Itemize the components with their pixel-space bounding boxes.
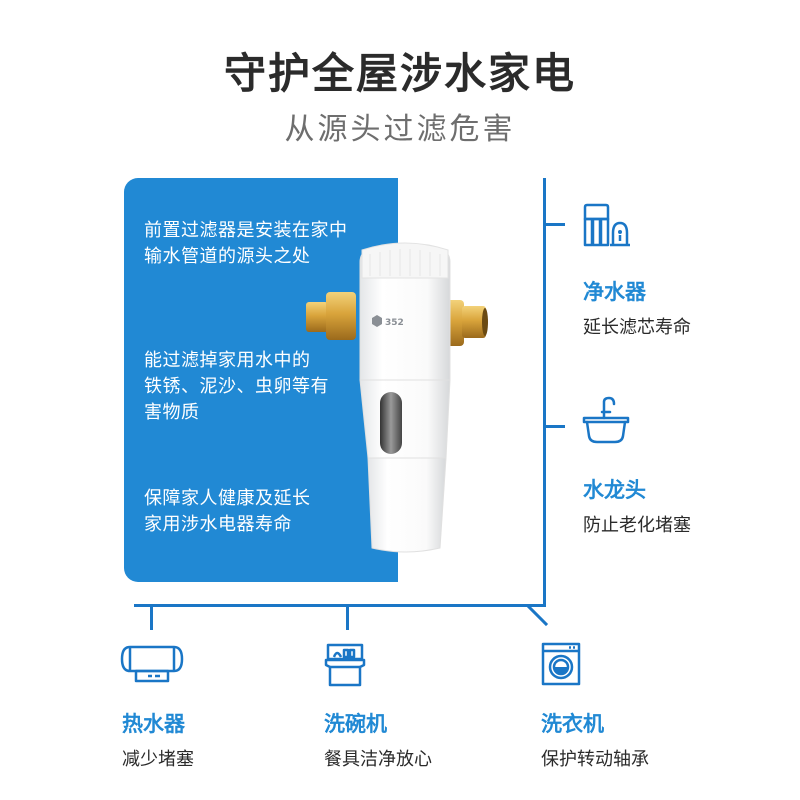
feature-title-dishwasher: 洗碗机 — [324, 712, 387, 736]
water-heater-icon — [120, 645, 184, 683]
feature-desc-faucet: 防止老化堵塞 — [583, 515, 691, 536]
connector-line-purifier-branch — [543, 223, 565, 226]
feature-title-purifier: 净水器 — [583, 280, 646, 304]
feature-desc-dishwasher: 餐具洁净放心 — [324, 749, 432, 770]
feature-desc-heater: 减少堵塞 — [122, 749, 194, 770]
faucet-icon — [582, 396, 630, 444]
connector-line-bottom-horizontal — [134, 604, 546, 607]
info-text-line: 前置过滤器是安装在家中 — [144, 220, 348, 241]
pre-filter-product-image: 352 — [306, 242, 488, 553]
connector-line-faucet-branch — [543, 425, 565, 428]
info-paragraph-1: 前置过滤器是安装在家中 输水管道的源头之处 — [144, 218, 348, 270]
feature-desc-washer: 保护转动轴承 — [541, 749, 649, 770]
dishwasher-icon — [324, 643, 366, 687]
connector-line-washer-diagonal — [526, 604, 549, 627]
info-text-line: 能过滤掉家用水中的 — [144, 350, 311, 371]
info-paragraph-2: 能过滤掉家用水中的 铁锈、泥沙、虫卵等有 害物质 — [144, 348, 329, 426]
connector-line-dishwasher-drop — [346, 604, 349, 630]
page-subtitle: 从源头过滤危害 — [284, 112, 516, 147]
connector-line-right-vertical — [543, 178, 546, 606]
feature-desc-purifier: 延长滤芯寿命 — [583, 317, 691, 338]
info-text-line: 输水管道的源头之处 — [144, 246, 311, 267]
info-paragraph-3: 保障家人健康及延长 家用涉水电器寿命 — [144, 486, 311, 538]
svg-text:352: 352 — [385, 318, 404, 328]
info-panel — [124, 178, 398, 582]
info-text-line: 害物质 — [144, 402, 200, 423]
info-text-line: 家用涉水电器寿命 — [144, 514, 292, 535]
washing-machine-icon — [541, 642, 581, 686]
feature-title-heater: 热水器 — [122, 712, 185, 736]
info-text-line: 铁锈、泥沙、虫卵等有 — [144, 376, 329, 397]
info-text-line: 保障家人健康及延长 — [144, 488, 311, 509]
water-purifier-icon — [583, 203, 630, 247]
feature-title-faucet: 水龙头 — [583, 478, 646, 502]
connector-line-heater-drop — [150, 604, 153, 630]
feature-title-washer: 洗衣机 — [541, 712, 604, 736]
page-title: 守护全屋涉水家电 — [223, 49, 576, 98]
